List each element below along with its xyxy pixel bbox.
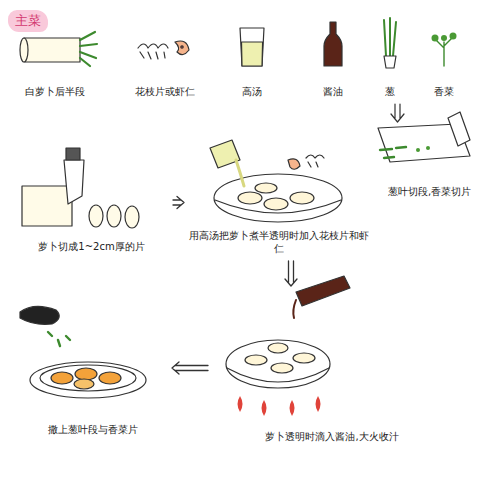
ingredient-label: 葱	[385, 86, 395, 98]
step-caption: 萝卜透明时滴入酱油,大火收汁	[212, 431, 452, 444]
flow-arrow	[173, 197, 184, 209]
ingredient-label: 白萝卜后半段	[25, 86, 85, 98]
ingredient-label: 花枝片或虾仁	[135, 86, 195, 98]
recipe-step: 用高汤把萝卜煮半透明时加入花枝片和虾仁	[188, 135, 370, 257]
recipe-step: 萝卜切成1~2cm厚的片	[14, 150, 169, 255]
step-caption: 萝卜切成1~2cm厚的片	[14, 241, 169, 254]
flow-arrow	[285, 261, 297, 286]
recipe-step: 撒上葱叶段与香菜片	[18, 298, 168, 438]
flow-arrow	[172, 362, 208, 374]
recipe-step: 葱叶切段,香菜切片	[372, 100, 487, 200]
step-caption: 葱叶切段,香菜切片	[372, 186, 487, 199]
title-badge: 主菜	[8, 10, 48, 32]
step-caption: 撒上葱叶段与香菜片	[18, 424, 168, 437]
step-caption: 用高汤把萝卜煮半透明时加入花枝片和虾仁	[188, 230, 370, 255]
ingredient-label: 香菜	[434, 86, 454, 98]
recipe-step: 萝卜透明时滴入酱油,大火收汁	[212, 290, 452, 445]
ingredient-label: 高汤	[242, 86, 262, 98]
ingredient-label: 酱油	[323, 86, 343, 98]
